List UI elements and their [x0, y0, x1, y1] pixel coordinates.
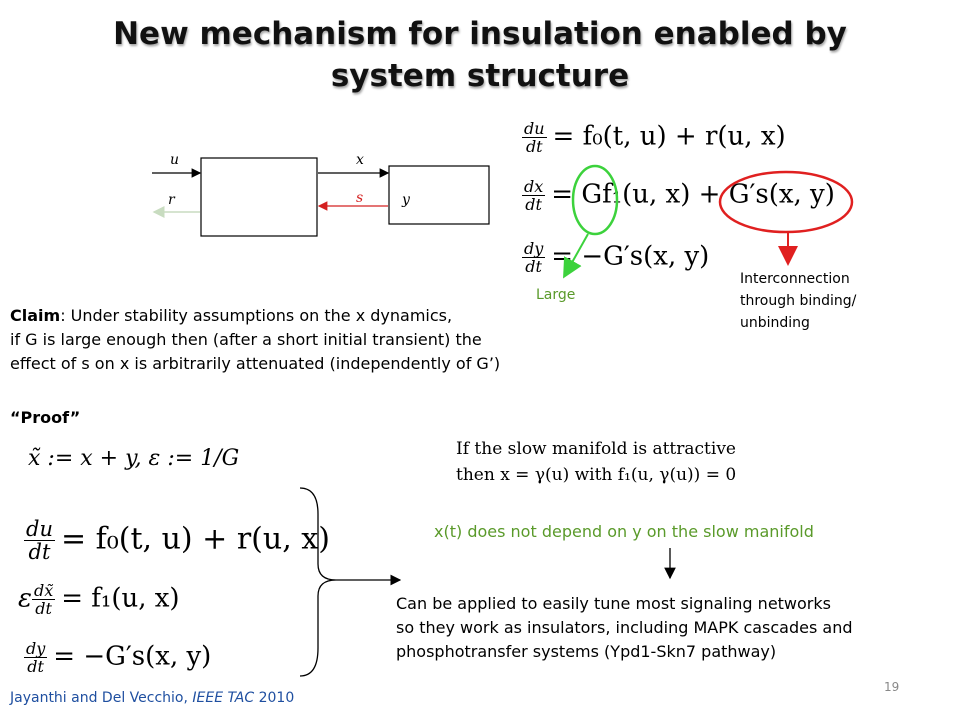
down-arrow [664, 548, 676, 580]
slow-manifold-statement: If the slow manifold is attractive then … [456, 439, 737, 485]
label-u: u [170, 152, 180, 168]
label-y: y [402, 192, 410, 208]
annotation-interconnection: Interconnection through binding/ unbindi… [740, 271, 857, 331]
label-s: s [356, 190, 364, 206]
label-x: x [356, 152, 364, 168]
upstream-block [200, 157, 318, 237]
slide-title-line1: New mechanism for insulation enabled by [113, 16, 847, 52]
citation: Jayanthi and Del Vecchio, IEEE TAC 2010 [10, 690, 295, 706]
brace-arrow [299, 487, 402, 677]
highlight-overlay [563, 164, 854, 279]
downstream-block [388, 165, 490, 225]
red-highlight-ellipse [718, 170, 854, 234]
definitions: x̃ := x + y, ε := 1/G [28, 446, 240, 471]
right-brace [299, 487, 337, 677]
green-arrow [563, 233, 589, 279]
annotation-large: Large [536, 287, 576, 303]
proof-label: “Proof” [10, 408, 81, 427]
label-r: r [168, 192, 175, 208]
claim-paragraph: Claim: Under stability assumptions on th… [10, 306, 501, 373]
application-paragraph: Can be applied to easily tune most signa… [396, 594, 853, 661]
page-number: 19 [884, 680, 900, 694]
independence-statement: x(t) does not depend on y on the slow ma… [434, 522, 814, 541]
slide-title-line2: system structure [330, 58, 630, 94]
green-highlight-ellipse [571, 164, 619, 236]
block-diagram [152, 157, 490, 237]
